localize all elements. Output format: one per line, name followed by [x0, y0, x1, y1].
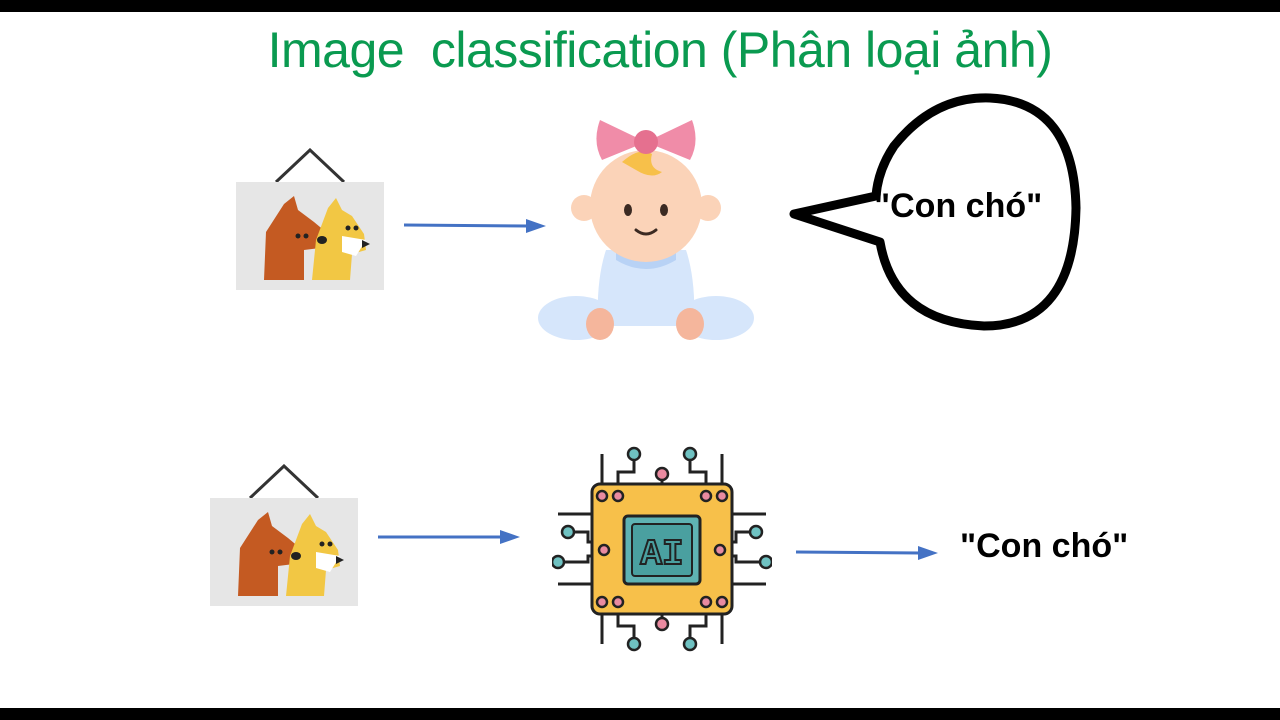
- speech-bubble: [784, 92, 1084, 332]
- dog-picture-icon: [210, 464, 358, 608]
- arrow-2: [376, 527, 522, 547]
- page-title: Image classification (Phân loại ảnh): [267, 22, 1053, 78]
- dog-picture-icon: [236, 148, 384, 292]
- chip-label: AI: [640, 534, 683, 575]
- slide: Image classification (Phân loại ảnh): [0, 12, 1280, 708]
- arrow-1: [402, 216, 548, 236]
- output-text-ai: "Con chó": [960, 527, 1129, 565]
- row-human: "Con chó": [0, 12, 1280, 708]
- baby-icon: [536, 110, 756, 346]
- row-ai: AI "Con chó": [0, 12, 1280, 708]
- output-text-human: "Con chó": [874, 187, 1043, 225]
- arrow-3: [794, 542, 940, 562]
- ai-chip-icon: AI: [552, 436, 772, 662]
